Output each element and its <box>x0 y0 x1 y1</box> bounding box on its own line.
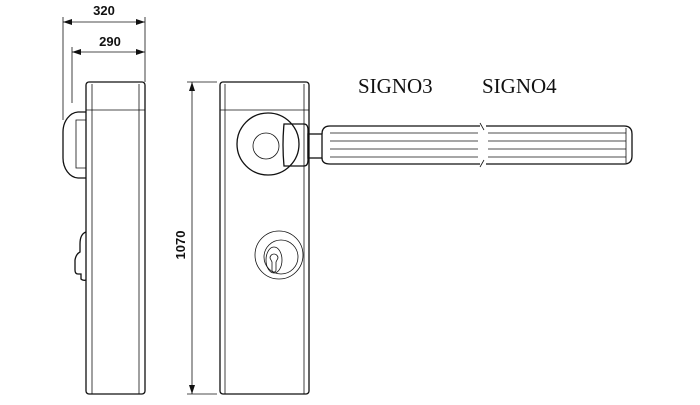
model-label-signo3: SIGNO3 <box>358 74 433 98</box>
dimension-290: 290 <box>99 34 121 49</box>
height-dimension: 1070 <box>173 81 217 395</box>
front-view <box>219 81 323 395</box>
boom-arm <box>321 122 633 168</box>
model-label-signo4: SIGNO4 <box>482 74 557 98</box>
side-view <box>62 81 146 395</box>
width-dimensions: 320 290 <box>62 3 146 120</box>
lock-icon <box>254 230 304 280</box>
dimension-1070: 1070 <box>173 231 188 260</box>
dimension-320: 320 <box>93 3 115 18</box>
